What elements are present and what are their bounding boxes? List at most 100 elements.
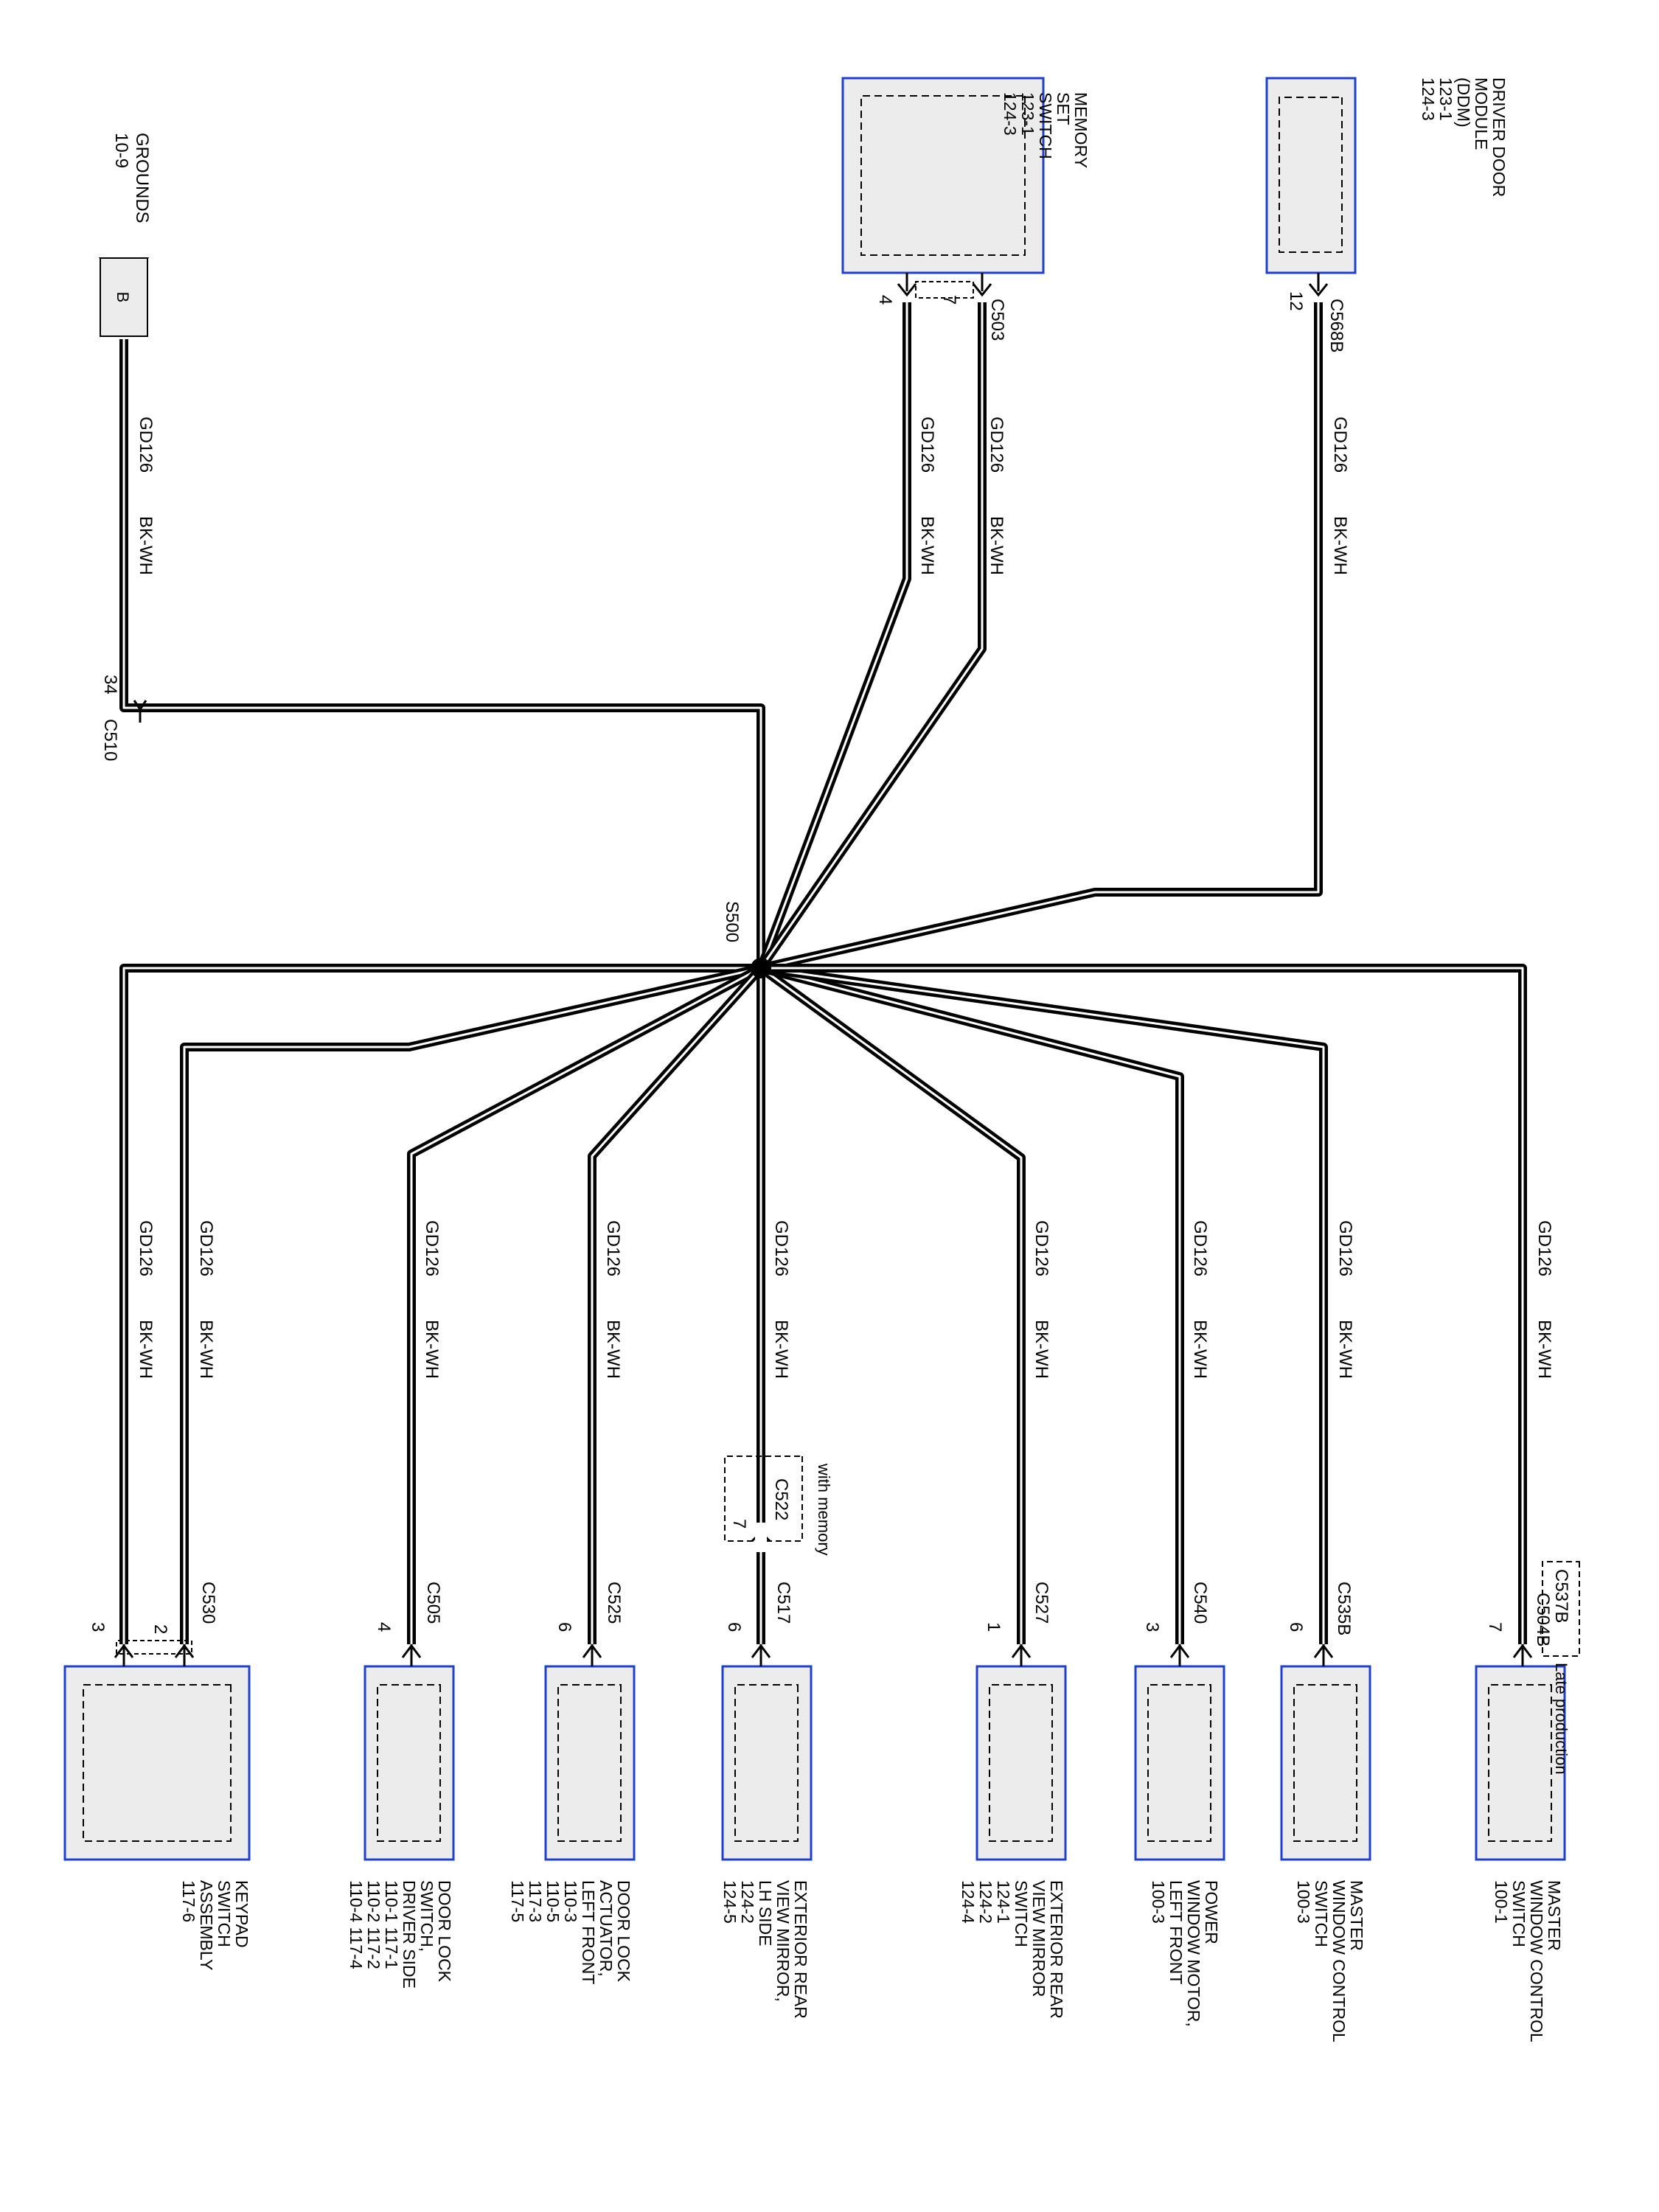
wires <box>119 302 1527 1644</box>
connector-arrow-icon <box>1512 1644 1533 1658</box>
name-line: MASTER <box>1545 1880 1564 1951</box>
alt-connector-box: C537B Late production <box>1542 1561 1580 1775</box>
name-line: VIEW MIRROR, <box>773 1880 793 2002</box>
name-line: EXTERIOR REAR <box>1047 1880 1066 2019</box>
component-door-lock-switch: DOOR LOCK SWITCH, DRIVER SIDE 110-1 117-… <box>347 1582 455 1993</box>
name-line: SWITCH, <box>417 1880 437 1952</box>
wire-mirror-switch <box>758 964 1026 1644</box>
wire-color-label: BK-WH <box>1534 1320 1554 1379</box>
wire-circuit-label: GD126 <box>1190 1220 1210 1276</box>
connector-arrow-icon <box>401 1644 422 1658</box>
name-line: SWITCH <box>1012 1880 1031 1947</box>
wire-color-label: BK-WH <box>1330 516 1350 575</box>
alt-connector-note: Late production <box>1552 1663 1571 1775</box>
connector-arrow-icon <box>1169 1644 1190 1658</box>
component-memory-set-switch: MEMORY SET SWITCH 123-1 124-3 4 7 C503 <box>841 77 1091 341</box>
component-name: EXTERIOR REAR VIEW MIRROR SWITCH 124-1 1… <box>959 1880 1066 2023</box>
component-name: MEMORY SET SWITCH 123-1 124-3 <box>1001 92 1091 173</box>
component-exterior-mirror-lh: EXTERIOR REAR VIEW MIRROR, LH SIDE 124-2… <box>720 1455 833 2023</box>
connector-arrow-icon <box>174 1644 195 1658</box>
name-line: MODULE <box>1472 77 1491 150</box>
wire-window-motor <box>759 964 1184 1644</box>
pin-number: 6 <box>554 1622 574 1632</box>
name-line: SWITCH <box>1509 1880 1528 1947</box>
connector-label: C527 <box>1032 1582 1051 1624</box>
wire-color-label: BK-WH <box>603 1320 623 1379</box>
pin-number: 1 <box>984 1622 1004 1632</box>
wire-color-label: BK-WH <box>136 516 156 575</box>
name-line: DRIVER SIDE <box>400 1880 419 1989</box>
name-line: 110-4 117-4 <box>347 1880 366 1969</box>
name-line: 124-4 <box>959 1880 978 1924</box>
wire-color-label: BK-WH <box>1335 1320 1355 1379</box>
wire-circuit-label: GD126 <box>136 1220 156 1276</box>
component-name: POWER WINDOW MOTOR, LEFT FRONT 100-3 <box>1149 1880 1221 2031</box>
component-door-lock-actuator: DOOR LOCK ACTUATOR, LEFT FRONT 110-3 110… <box>508 1582 636 1989</box>
ground-symbol: B GROUNDS 10-9 <box>98 133 152 337</box>
component-driver-door-module: DRIVER DOOR MODULE (DDM) 123-1 124-3 12 … <box>1265 77 1509 352</box>
connector-arrow-icon <box>897 283 917 297</box>
pin-number: 2 <box>150 1624 170 1634</box>
wire-circuit-label: GD126 <box>136 417 156 473</box>
name-line: 123-1 <box>1436 77 1455 121</box>
component-master-window-control-1: MASTER WINDOW CONTROL SWITCH 100-3 6 C53… <box>1280 1582 1371 2046</box>
connector-label: C525 <box>604 1582 624 1624</box>
name-line: 124-1 <box>994 1880 1013 1924</box>
pin-number: 12 <box>1286 291 1306 311</box>
name-line: 124-3 <box>1001 92 1020 136</box>
wire-master-window-2 <box>761 964 1527 1644</box>
component-name: EXTERIOR REAR VIEW MIRROR, LH SIDE 124-2… <box>720 1880 810 2023</box>
component-master-window-control-2: MASTER WINDOW CONTROL SWITCH 100-1 7 C50… <box>1475 1561 1580 2042</box>
name-line: 124-3 <box>1419 77 1438 121</box>
pin-number: 6 <box>1286 1622 1306 1632</box>
name-line: 124-5 <box>720 1880 740 1924</box>
pin-number: 4 <box>875 295 895 305</box>
wire-circuit-label: GD126 <box>196 1220 216 1276</box>
component-name: DOOR LOCK SWITCH, DRIVER SIDE 110-1 117-… <box>347 1880 454 1993</box>
name-line: ACTUATOR, <box>597 1880 616 1977</box>
component-name: MASTER WINDOW CONTROL SWITCH 100-3 <box>1294 1880 1366 2046</box>
name-line: 110-5 <box>543 1880 563 1922</box>
name-line: WINDOW CONTROL <box>1527 1880 1546 2042</box>
wire-memory-pin7 <box>757 302 987 971</box>
wire-circuit-label: GD126 <box>917 417 937 473</box>
name-line: ASSEMBLY <box>197 1880 216 1970</box>
name-line: 117-5 <box>508 1880 527 1922</box>
wire-color-label: BK-WH <box>196 1320 216 1379</box>
wire-master-window-1 <box>760 964 1328 1644</box>
wire-keypad-pin3 <box>119 964 761 1644</box>
wire-circuit-label: GD126 <box>603 1220 623 1276</box>
name-line: LEFT FRONT <box>579 1880 598 1984</box>
name-line: (DDM) <box>1454 77 1473 128</box>
name-line: 100-3 <box>1294 1880 1313 1924</box>
component-name: DOOR LOCK ACTUATOR, LEFT FRONT 110-3 110… <box>508 1880 633 1989</box>
wire-color-label: BK-WH <box>1190 1320 1210 1379</box>
splice-s500: S500 <box>722 901 771 978</box>
wire-memory-pin4 <box>757 302 911 970</box>
wire-color-label: BK-WH <box>771 1320 791 1379</box>
wire-door-lock-switch <box>407 964 763 1644</box>
connector-label: C510 <box>100 719 120 761</box>
connector-label: C522 <box>771 1478 791 1520</box>
splice-label: S500 <box>722 901 742 942</box>
name-line: 124-2 <box>976 1880 995 1924</box>
wire-circuit-label: GD126 <box>422 1220 442 1276</box>
name-line: VIEW MIRROR <box>1029 1880 1048 1997</box>
connector-arrow-icon <box>972 283 992 297</box>
connector-arrow-icon <box>582 1644 602 1658</box>
alt-connector-label: C537B <box>1551 1569 1571 1623</box>
name-line: 123-1 <box>1018 92 1037 136</box>
name-line: DOOR LOCK <box>614 1880 633 1983</box>
name-line: 110-3 <box>561 1880 580 1922</box>
name-line: 110-1 117-1 <box>382 1880 401 1969</box>
pin-number: 7 <box>1485 1622 1505 1632</box>
wire-color-label: BK-WH <box>136 1320 156 1379</box>
connector-label: C568B <box>1326 299 1346 352</box>
wire-color-label: BK-WH <box>987 516 1006 575</box>
name-line: EXTERIOR REAR <box>791 1880 810 2019</box>
name-line: 110-2 117-2 <box>364 1880 383 1969</box>
wire-circuit-label: GD126 <box>1330 417 1350 473</box>
name-line: MEMORY <box>1071 92 1091 168</box>
component-name: KEYPAD SWITCH ASSEMBLY 117-6 <box>179 1880 251 1975</box>
component-power-window-motor: POWER WINDOW MOTOR, LEFT FRONT 100-3 3 C… <box>1134 1582 1225 2031</box>
